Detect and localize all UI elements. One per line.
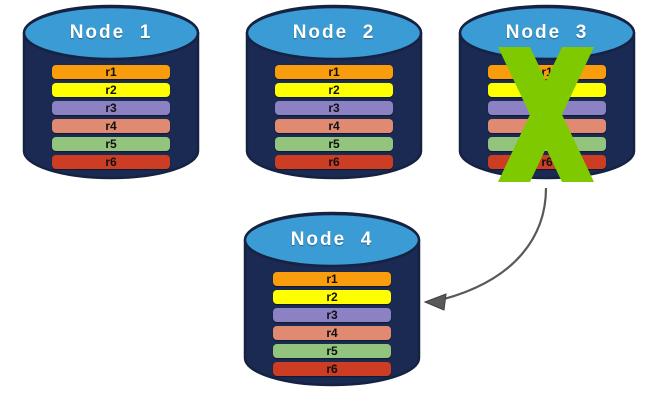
row-label: r4 — [328, 119, 340, 133]
row-list: r1 r2 r3 r4 r5 r6 — [458, 65, 636, 169]
row-label: r1 — [328, 65, 340, 79]
row-bar[interactable]: r4 — [273, 326, 391, 340]
row-bar[interactable]: r4 — [488, 119, 606, 133]
row-bar[interactable]: r4 — [52, 119, 170, 133]
row-list: r1 r2 r3 r4 r5 r6 — [22, 65, 200, 169]
row-label: r4 — [105, 119, 117, 133]
row-bar[interactable]: r4 — [275, 119, 393, 133]
row-label: r2 — [105, 83, 117, 97]
row-label: r2 — [326, 290, 338, 304]
row-bar[interactable]: r3 — [273, 308, 391, 322]
cylinder-top — [458, 5, 636, 61]
row-bar[interactable]: r6 — [52, 155, 170, 169]
row-label: r3 — [326, 308, 338, 322]
row-bar[interactable]: r5 — [488, 137, 606, 151]
row-bar[interactable]: r3 — [275, 101, 393, 115]
arrow-curve — [431, 187, 548, 304]
row-bar[interactable]: r3 — [488, 101, 606, 115]
row-bar[interactable]: r2 — [275, 83, 393, 97]
row-label: r5 — [326, 344, 338, 358]
row-label: r2 — [541, 83, 553, 97]
row-bar[interactable]: r6 — [275, 155, 393, 169]
row-label: r2 — [328, 83, 340, 97]
row-label: r4 — [541, 119, 553, 133]
row-list: r1 r2 r3 r4 r5 r6 — [243, 272, 421, 376]
row-bar[interactable]: r1 — [275, 65, 393, 79]
row-bar[interactable]: r5 — [275, 137, 393, 151]
row-label: r6 — [326, 362, 338, 376]
row-label: r3 — [328, 101, 340, 115]
row-bar[interactable]: r5 — [273, 344, 391, 358]
cylinder-top — [243, 212, 421, 268]
cylinder-top — [22, 5, 200, 61]
row-bar[interactable]: r6 — [273, 362, 391, 376]
row-bar[interactable]: r1 — [52, 65, 170, 79]
row-label: r3 — [541, 101, 553, 115]
row-label: r6 — [105, 155, 117, 169]
row-label: r1 — [105, 65, 117, 79]
row-bar[interactable]: r2 — [488, 83, 606, 97]
row-bar[interactable]: r5 — [52, 137, 170, 151]
row-label: r5 — [105, 137, 117, 151]
row-label: r4 — [326, 326, 338, 340]
row-label: r5 — [328, 137, 340, 151]
row-label: r1 — [541, 65, 553, 79]
row-bar[interactable]: r1 — [488, 65, 606, 79]
row-bar[interactable]: r1 — [273, 272, 391, 286]
row-bar[interactable]: r6 — [488, 155, 606, 169]
arrow-head — [423, 293, 447, 311]
row-bar[interactable]: r2 — [273, 290, 391, 304]
row-label: r6 — [328, 155, 340, 169]
row-label: r1 — [326, 272, 338, 286]
cylinder-top — [245, 5, 423, 61]
row-list: r1 r2 r3 r4 r5 r6 — [245, 65, 423, 169]
row-bar[interactable]: r2 — [52, 83, 170, 97]
row-label: r3 — [105, 101, 117, 115]
row-bar[interactable]: r3 — [52, 101, 170, 115]
row-label: r5 — [541, 137, 553, 151]
row-label: r6 — [541, 155, 553, 169]
